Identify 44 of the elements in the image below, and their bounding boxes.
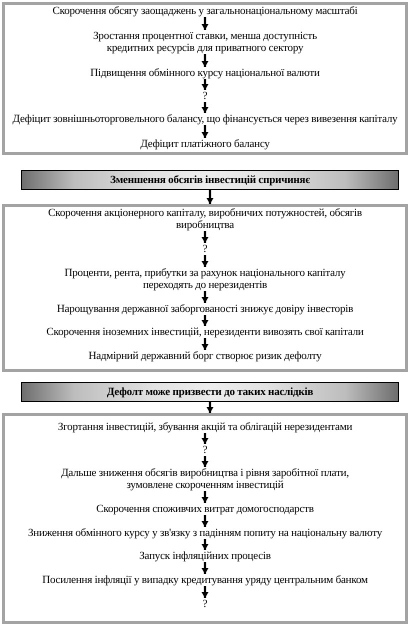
flow-step-text: Посилення інфляції у випадку кредитування уряду центральним банком bbox=[42, 574, 368, 586]
arrow bbox=[202, 102, 208, 113]
flow-step-text: Скорочення обсягу заощаджень у загальнонаціональному масштабі bbox=[52, 5, 358, 17]
flow-step-text: Зниження обмінного курсу у зв'язку з падінням попиту на національну валюту bbox=[28, 527, 382, 539]
flow-step-text: Запуск інфляційних процесів bbox=[139, 550, 271, 562]
panel-frame bbox=[2, 204, 408, 372]
panel-frame bbox=[2, 2, 408, 155]
arrow bbox=[202, 539, 208, 550]
arrow bbox=[206, 190, 214, 204]
flow-step-text: Надмірний державний борг створює ризик дефолту bbox=[88, 350, 322, 362]
panel-frame bbox=[2, 413, 408, 624]
flow-step-text: Згортання інвестицій, збування акцій та облігацій нерезидентами bbox=[58, 421, 352, 433]
arrow bbox=[202, 231, 208, 243]
question-mark: ? bbox=[202, 598, 208, 610]
flow-step-text: Дефіцит платіжного балансу bbox=[140, 138, 270, 150]
banner-bar: Дефолт може призвести до таких наслідків bbox=[21, 382, 399, 402]
arrow bbox=[202, 54, 208, 67]
arrow bbox=[206, 402, 214, 413]
flow-step-text: Скорочення споживчих витрат домогосподарств bbox=[96, 503, 314, 515]
arrow bbox=[202, 515, 208, 527]
flow-step-text: Проценти, рента, прибутки за рахунок національного капіталу переходять до нерезидентів bbox=[50, 267, 360, 291]
banner-bar: Зменшення обсягів інвестицій спричиняє bbox=[21, 170, 399, 190]
arrow bbox=[202, 291, 208, 303]
question-mark: ? bbox=[202, 90, 208, 102]
flow-step-text: Підвищення обмінного курсу національної валюти bbox=[90, 67, 320, 79]
flow-step-text: Дефіцит зовнішньоторговельного балансу, що фінансується через вивезення капіталу bbox=[12, 113, 398, 125]
arrow bbox=[202, 125, 208, 138]
arrow bbox=[202, 338, 208, 350]
arrow bbox=[202, 433, 208, 444]
arrow bbox=[202, 17, 208, 30]
flow-step-text: Зростання процентної ставки, менша доступність кредитних ресурсів для приватного сектору bbox=[80, 30, 330, 54]
arrow bbox=[202, 491, 208, 503]
flow-step-text: Нарощування державної заборгованості знижує довіру інвесторів bbox=[56, 303, 354, 315]
arrow bbox=[202, 562, 208, 574]
flow-step-text: Скорочення акціонерного капіталу, виробничих потужностей, обсягів виробництва bbox=[48, 207, 362, 231]
arrow bbox=[202, 79, 208, 90]
flow-step-text: Скорочення іноземних інвестицій, нерезиденти вивозять свої капітали bbox=[46, 326, 364, 338]
arrow bbox=[202, 255, 208, 267]
question-mark: ? bbox=[202, 243, 208, 255]
arrow bbox=[202, 456, 208, 467]
question-mark: ? bbox=[202, 444, 208, 456]
arrow bbox=[202, 315, 208, 326]
flow-step-text: Дальше зниження обсягів виробництва і рівня заробітної плати, зумовлене скороченням інвестицій bbox=[48, 467, 362, 491]
arrow bbox=[202, 586, 208, 598]
